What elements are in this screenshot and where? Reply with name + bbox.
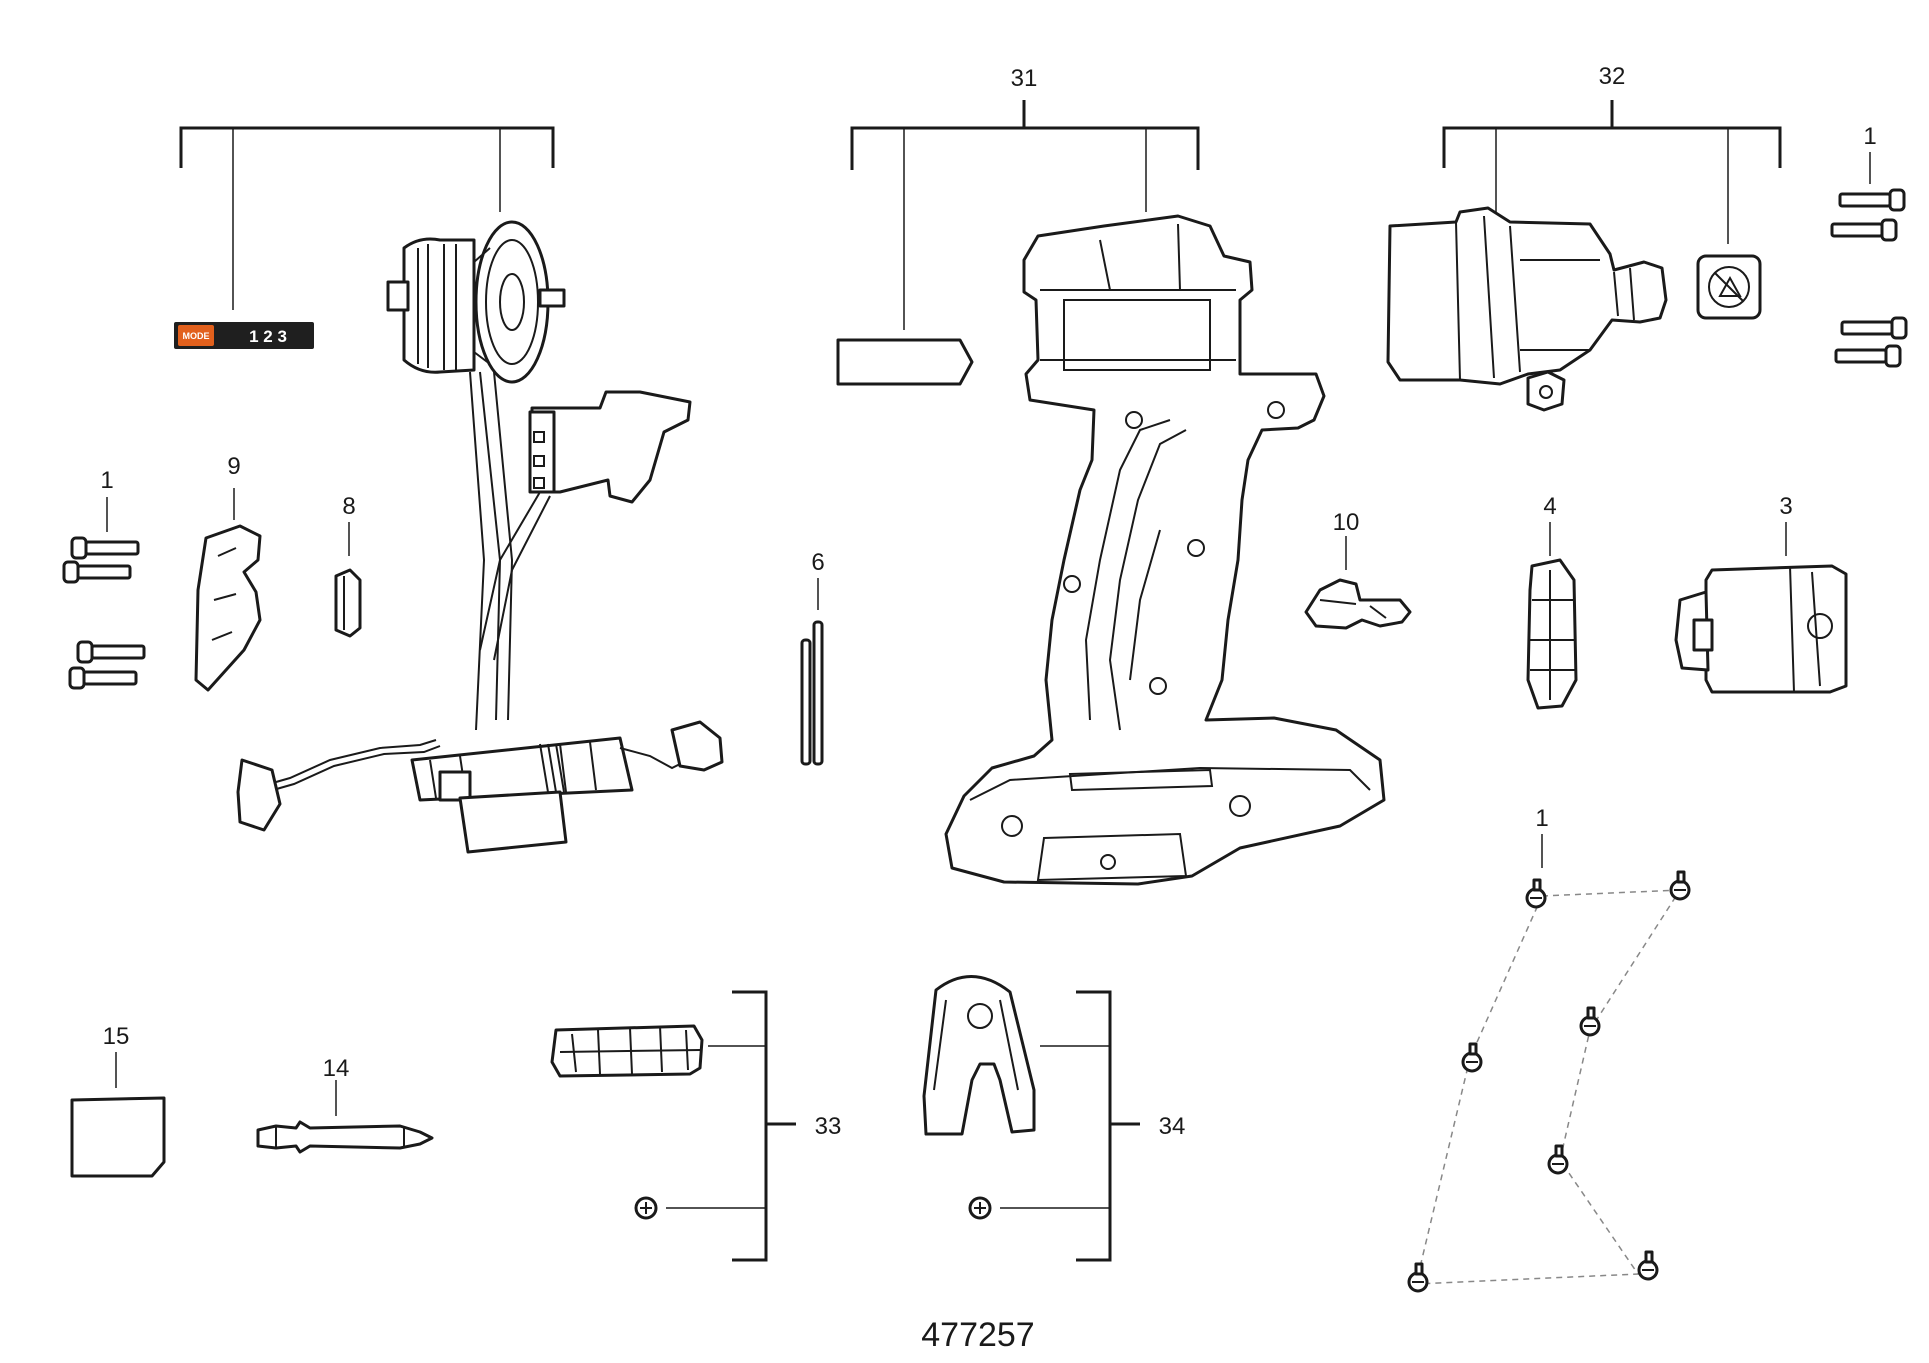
callout-10: 10 (1333, 509, 1360, 536)
callout-4: 4 (1543, 493, 1556, 520)
mode-settings-text: 1 2 3 (249, 327, 287, 346)
callout-3: 3 (1779, 493, 1792, 520)
callout-1-left: 1 (100, 467, 113, 494)
part-10-drawing (1304, 536, 1412, 630)
screw-head-icon (1525, 878, 1547, 909)
motor-assembly-bracket (179, 126, 555, 310)
screw-icon (1840, 316, 1908, 340)
screw-icon (1838, 188, 1906, 212)
screw-icon (70, 536, 140, 560)
callout-14: 14 (323, 1055, 350, 1082)
housing-drawing (944, 214, 1386, 886)
screw-head-icon (1461, 1042, 1483, 1073)
part-8-drawing (334, 522, 362, 638)
part-33-screw-icon (634, 1196, 658, 1220)
screws-right-drawing (1830, 152, 1908, 368)
callout-6: 6 (811, 549, 824, 576)
screw-head-icon (1669, 870, 1691, 901)
screws-left-drawing (62, 497, 146, 690)
screw-head-icon (1547, 1144, 1569, 1175)
part-9-drawing (194, 488, 262, 692)
screw-head-icon (1637, 1250, 1659, 1281)
callout-31: 31 (1011, 65, 1038, 92)
screw-icon (1834, 344, 1902, 368)
switch-and-controller-drawing (236, 371, 724, 854)
housing-bracket (850, 100, 1200, 330)
part-33-clip-drawing (550, 1024, 704, 1078)
mode-tag-text: MODE (183, 331, 210, 341)
screw-icon (68, 666, 138, 690)
gear-case-bracket (1442, 100, 1782, 244)
motor-drawing (386, 220, 566, 384)
screw-icon (1830, 218, 1898, 242)
part-4-drawing (1526, 522, 1578, 710)
screw-icon (62, 560, 132, 584)
screws-bottom-drawing (1407, 834, 1691, 1293)
part-3-drawing (1674, 522, 1848, 694)
callout-9: 9 (227, 453, 240, 480)
screw-head-icon (1407, 1262, 1429, 1293)
nameplate-label-drawing (836, 338, 974, 386)
drawing-number: 477257 (921, 1316, 1034, 1354)
callout-34: 34 (1159, 1113, 1186, 1140)
bracket-34 (1000, 990, 1140, 1262)
part-15-drawing (70, 1052, 166, 1178)
part-14-drawing (256, 1080, 434, 1154)
screw-head-icon (1579, 1006, 1601, 1037)
callout-32: 32 (1599, 63, 1626, 90)
part-6-drawing (800, 578, 824, 766)
warning-sticker-drawing (1696, 254, 1762, 320)
callout-1-bottom: 1 (1535, 805, 1548, 832)
mode-label-sticker: MODE 1 2 3 (174, 322, 314, 349)
screw-icon (76, 640, 146, 664)
callout-1-right: 1 (1863, 123, 1876, 150)
part-34-screw-icon (968, 1196, 992, 1220)
gear-case-drawing (1386, 206, 1668, 412)
callout-33: 33 (815, 1113, 842, 1140)
callout-8: 8 (342, 493, 355, 520)
callout-15: 15 (103, 1023, 130, 1050)
bracket-33 (666, 990, 796, 1262)
part-34-bracket-drawing (922, 975, 1036, 1136)
